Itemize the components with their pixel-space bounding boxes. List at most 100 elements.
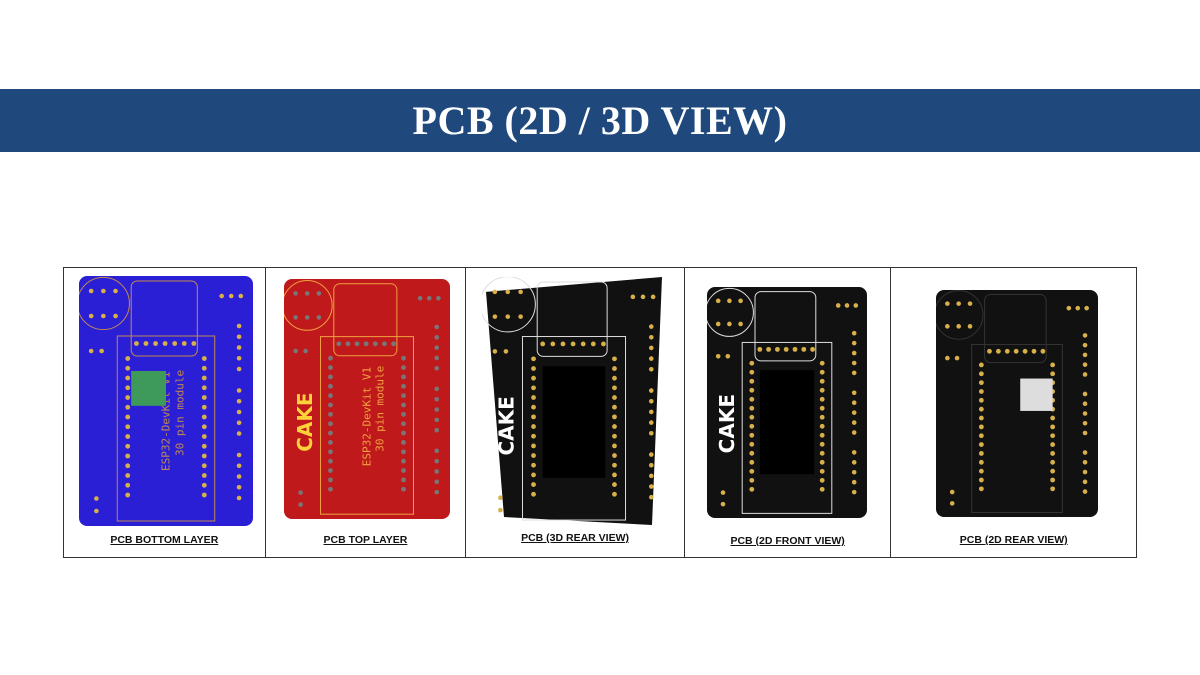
pad xyxy=(851,420,857,425)
pad xyxy=(327,440,333,445)
pad xyxy=(1083,342,1088,348)
pad xyxy=(505,289,511,295)
pad xyxy=(955,355,960,361)
title-banner: PCB (2D / 3D VIEW) xyxy=(0,89,1200,152)
pad xyxy=(316,291,321,296)
panel-2d-rear-view: PCB (2D REAR VIEW) xyxy=(891,268,1136,557)
pad xyxy=(630,294,636,300)
pad xyxy=(1083,489,1088,494)
pad xyxy=(434,479,439,485)
pad xyxy=(1032,348,1037,354)
pad xyxy=(125,385,131,391)
pad xyxy=(327,393,333,399)
pad xyxy=(570,341,576,347)
pad xyxy=(819,432,825,438)
pad xyxy=(560,341,566,347)
pad xyxy=(851,430,857,435)
pad xyxy=(950,489,955,495)
pad xyxy=(1050,477,1056,483)
pad xyxy=(725,354,730,359)
usb-connector-outline xyxy=(332,283,398,357)
pad xyxy=(851,469,857,475)
pad xyxy=(612,443,618,449)
pad xyxy=(649,334,654,340)
pad xyxy=(434,365,439,371)
pad xyxy=(979,397,985,403)
pad xyxy=(1083,459,1088,465)
pad xyxy=(612,462,618,468)
pad xyxy=(531,472,537,478)
pad xyxy=(400,458,406,464)
module-label: ESP32-DevKit V1 xyxy=(360,367,373,466)
pad xyxy=(302,348,308,354)
pad xyxy=(612,491,618,497)
pad xyxy=(172,341,178,346)
pad xyxy=(649,494,654,500)
pad xyxy=(591,341,596,347)
board-outline xyxy=(283,279,450,519)
pad xyxy=(979,486,985,492)
module-sublabel: 30 pin module xyxy=(373,366,386,452)
pad xyxy=(236,474,242,479)
pad xyxy=(649,366,654,372)
module-outline xyxy=(116,335,216,522)
pad xyxy=(738,321,743,327)
pad xyxy=(531,414,537,420)
pad xyxy=(979,442,985,447)
caption-bottom-layer: PCB BOTTOM LAYER xyxy=(110,534,219,546)
pad xyxy=(749,486,755,492)
pad xyxy=(400,383,406,389)
pad xyxy=(228,293,234,299)
pad xyxy=(125,365,131,371)
pad xyxy=(1050,459,1056,465)
pad xyxy=(996,348,1002,354)
pad xyxy=(851,410,857,415)
pad xyxy=(390,341,396,347)
pad xyxy=(236,495,242,501)
pad xyxy=(612,424,618,429)
pad xyxy=(400,374,406,380)
pad xyxy=(201,385,207,391)
pad xyxy=(125,434,131,439)
pad xyxy=(125,414,131,420)
pad xyxy=(851,330,857,336)
pad xyxy=(201,365,207,371)
pad xyxy=(297,490,303,495)
panel-3d-rear-view: CAKE PCB (3D REAR VIEW) xyxy=(466,268,685,557)
pad xyxy=(1023,348,1028,354)
pad xyxy=(125,482,131,488)
pad xyxy=(201,473,207,478)
pad xyxy=(715,298,721,304)
pad xyxy=(749,396,755,402)
usb-connector-outline xyxy=(536,281,608,357)
pad xyxy=(400,355,406,361)
pad xyxy=(400,402,406,408)
pad xyxy=(766,346,771,352)
pad xyxy=(381,341,387,347)
pcb-2d-front-view-image: CAKE xyxy=(706,287,867,518)
pad xyxy=(1083,411,1088,416)
pad xyxy=(94,508,99,514)
pad xyxy=(1050,451,1056,456)
pad xyxy=(819,396,825,402)
pad xyxy=(640,294,646,300)
pad xyxy=(1083,479,1088,485)
pcb-3d-rear-view-image: CAKE xyxy=(482,277,663,525)
pad xyxy=(236,452,242,458)
connector-outline xyxy=(482,277,537,333)
pad xyxy=(181,341,187,346)
usb-connector-outline xyxy=(754,291,817,362)
caption-2d-rear-view: PCB (2D REAR VIEW) xyxy=(959,534,1068,546)
pad xyxy=(88,313,94,319)
pad xyxy=(649,452,654,457)
pad xyxy=(851,450,857,455)
pad xyxy=(417,295,423,301)
pad xyxy=(219,293,224,299)
module-outline xyxy=(971,343,1064,513)
pad xyxy=(327,449,333,455)
pad xyxy=(434,427,439,433)
pad xyxy=(503,349,509,354)
module-outline xyxy=(522,336,627,521)
pad xyxy=(531,356,537,362)
